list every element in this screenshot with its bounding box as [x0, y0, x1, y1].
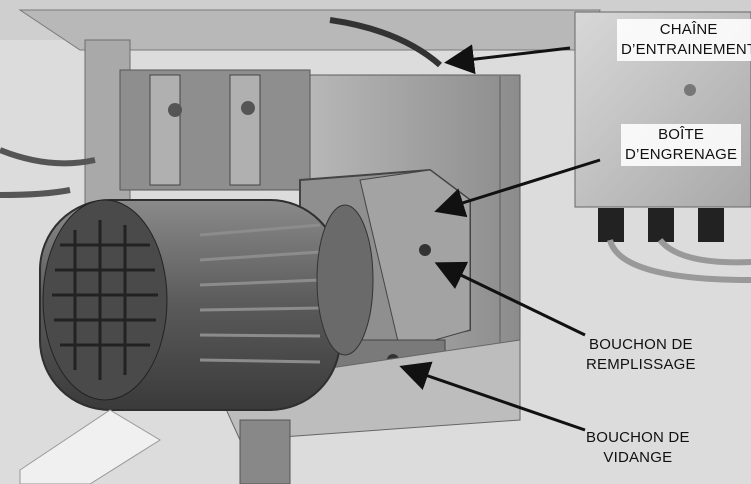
- chain-housing: [119, 69, 311, 191]
- label-drive-chain-line1: CHAÎNE: [659, 21, 718, 38]
- cable: [0, 187, 71, 198]
- cable-gland: [698, 208, 724, 242]
- control-box-screw: [684, 84, 696, 96]
- label-drain-plug-line1: BOUCHON DE: [586, 429, 690, 446]
- label-drive-chain-line2: D’ENTRAINEMENT: [621, 41, 751, 58]
- bolt: [168, 103, 182, 117]
- drive-chain: [329, 17, 442, 68]
- label-drain-plug: BOUCHON DE VIDANGE: [586, 428, 690, 468]
- arrow-drive-chain: [444, 44, 571, 75]
- chain-bracket-left: [149, 74, 181, 186]
- label-fill-plug: BOUCHON DE REMPLISSAGE: [586, 335, 696, 375]
- label-gearbox: BOÎTE D’ENGRENAGE: [621, 124, 742, 166]
- fill-plug: [419, 244, 431, 256]
- label-fill-plug-line2: REMPLISSAGE: [586, 356, 696, 373]
- cable: [607, 239, 751, 283]
- bolt: [241, 101, 255, 115]
- cable: [0, 147, 96, 167]
- label-gearbox-line2: D’ENGRENAGE: [625, 146, 738, 163]
- label-drive-chain: CHAÎNE D’ENTRAINEMENT: [617, 19, 751, 61]
- label-drain-plug-line2: VIDANGE: [603, 449, 673, 466]
- motor-flange: [316, 204, 374, 356]
- fan-grille: [52, 220, 158, 380]
- label-fill-plug-line1: BOUCHON DE: [589, 336, 693, 353]
- cable-gland: [598, 208, 624, 242]
- arrow-fill-plug: [434, 261, 586, 337]
- label-gearbox-line1: BOÎTE: [658, 126, 705, 143]
- chain-bracket-right: [229, 74, 261, 186]
- cable: [657, 237, 751, 266]
- cable-gland: [648, 208, 674, 242]
- support-leg: [239, 419, 291, 484]
- base-plate: [214, 339, 521, 441]
- motor-fan-cover: [42, 199, 168, 401]
- arrow-gearbox: [434, 158, 601, 218]
- arrow-drain-plug: [399, 361, 586, 432]
- motor-fins: [199, 223, 321, 364]
- warning-tag: [19, 409, 161, 484]
